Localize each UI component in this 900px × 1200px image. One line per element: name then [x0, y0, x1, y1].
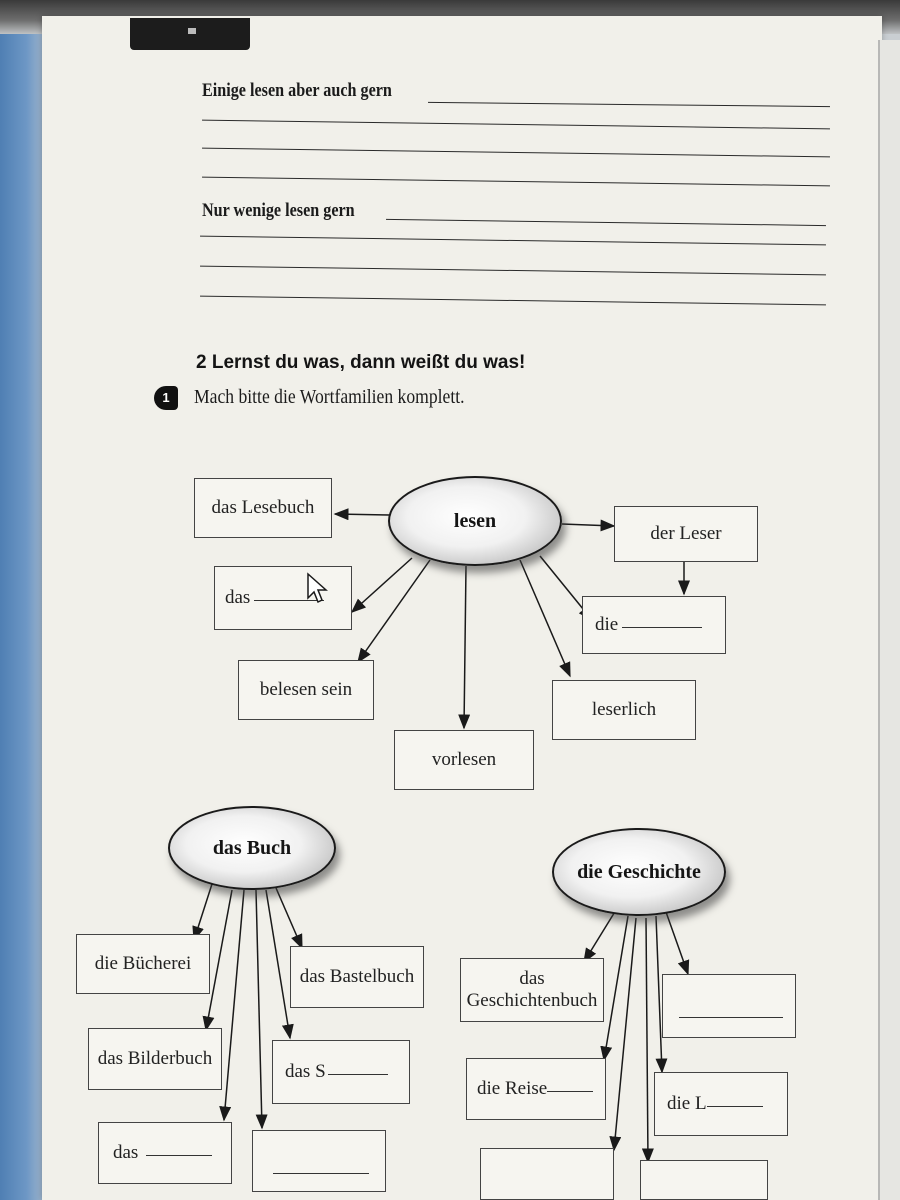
mouse-pointer-icon	[307, 572, 328, 604]
fill-in-blank[interactable]	[327, 1070, 388, 1075]
word-box-lesebuch: das Lesebuch	[194, 478, 332, 538]
word-box-text: die L	[667, 1093, 707, 1115]
word-box-text: die	[595, 614, 619, 636]
word-box-empty[interactable]	[480, 1148, 614, 1200]
word-box-das-s[interactable]: das S	[272, 1040, 410, 1104]
word-box-text: das S	[285, 1061, 326, 1083]
word-box-leser: der Leser	[614, 506, 758, 562]
word-box-bastelbuch: das Bastelbuch	[290, 946, 424, 1008]
header-tab	[130, 18, 250, 50]
word-box-text-line1: das	[519, 968, 545, 990]
word-box-text-line2: Geschichtenbuch	[466, 990, 598, 1011]
section-title: 2 Lernst du was, dann weißt du was!	[196, 352, 526, 373]
page-right-margin	[878, 40, 900, 1200]
word-box-reise[interactable]: die Reise	[466, 1058, 606, 1120]
task-number-badge: 1	[154, 386, 178, 410]
question-prompt-2: Nur wenige lesen gern	[202, 200, 355, 221]
fill-in-blank[interactable]	[146, 1151, 213, 1156]
fill-in-blank[interactable]	[622, 623, 703, 628]
word-box-geschichtenbuch: das Geschichtenbuch	[460, 958, 604, 1022]
word-box-belesen: belesen sein	[238, 660, 374, 720]
word-box-empty[interactable]	[662, 974, 796, 1038]
center-oval-geschichte: die Geschichte	[552, 828, 726, 916]
word-box-text: das	[225, 587, 251, 609]
word-box-buecherei: die Bücherei	[76, 934, 210, 994]
fill-in-blank[interactable]	[706, 1102, 763, 1107]
word-box-text: das	[113, 1142, 139, 1164]
word-box-leserlich: leserlich	[552, 680, 696, 740]
center-oval-lesen: lesen	[388, 476, 562, 566]
task-instruction: Mach bitte die Wortfamilien komplett.	[194, 386, 465, 408]
word-box-das-blank-2[interactable]: das	[98, 1122, 232, 1184]
fill-in-blank[interactable]	[547, 1087, 594, 1092]
center-oval-buch: das Buch	[168, 806, 336, 890]
fill-in-blank[interactable]	[679, 1013, 783, 1018]
word-box-das-blank[interactable]: das	[214, 566, 352, 630]
word-box-text: die Reise	[477, 1078, 548, 1100]
word-box-bilderbuch: das Bilderbuch	[88, 1028, 222, 1090]
word-box-die-l[interactable]: die L	[654, 1072, 788, 1136]
word-box-die-blank[interactable]: die	[582, 596, 726, 654]
word-box-empty[interactable]	[252, 1130, 386, 1192]
fill-in-blank[interactable]	[254, 596, 325, 601]
fill-in-blank[interactable]	[273, 1169, 369, 1174]
word-box-vorlesen: vorlesen	[394, 730, 534, 790]
word-box-empty[interactable]	[640, 1160, 768, 1200]
screen-bezel-left	[0, 0, 44, 1200]
question-prompt-1: Einige lesen aber auch gern	[202, 80, 392, 101]
